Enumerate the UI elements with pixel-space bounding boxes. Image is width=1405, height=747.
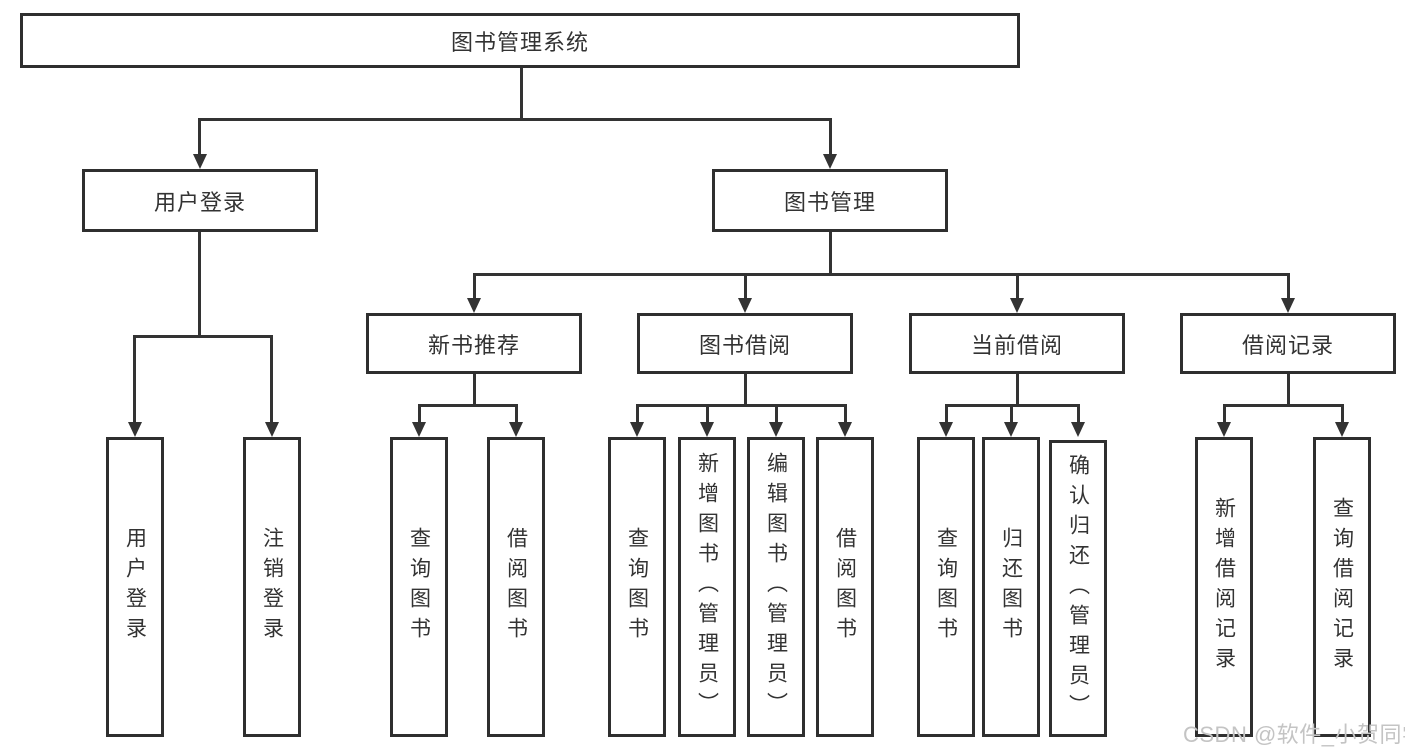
leaf-g0-query-book: 查询图书 [390, 437, 448, 737]
node-book-borrow: 图书借阅 [637, 313, 853, 374]
connector-group1-stem [744, 374, 747, 407]
connector-drop-g2-query [945, 406, 948, 422]
arrow-book-borrow-icon [738, 298, 752, 313]
connector-group0-bus [418, 404, 518, 407]
connector-drop-g3-query [1341, 406, 1344, 422]
connector-drop-g1-edit [775, 406, 778, 422]
connector-drop-g2-confirm [1077, 406, 1080, 422]
connector-group2-bus [945, 404, 1080, 407]
node-new-book-recommend: 新书推荐 [366, 313, 582, 374]
node-current-borrow: 当前借阅 [909, 313, 1125, 374]
connector-user-stem [198, 232, 201, 338]
leaf-g1-add-book-admin: 新增图书（管理员） [678, 437, 736, 737]
connector-root-bus [198, 118, 832, 121]
arrow-g1-add-icon [700, 422, 714, 437]
connector-drop-g1-borrow [844, 406, 847, 422]
connector-drop-g0-query [418, 406, 421, 422]
connector-drop-new-book [473, 275, 476, 299]
arrow-g0-borrow-icon [509, 422, 523, 437]
arrow-g3-query-icon [1335, 422, 1349, 437]
connector-drop-g3-add [1223, 406, 1226, 422]
connector-group0-stem [473, 374, 476, 407]
connector-drop-leaf-logout [270, 337, 273, 423]
connector-book-bus [473, 273, 1290, 276]
arrow-g2-return-icon [1004, 422, 1018, 437]
arrow-borrow-records-icon [1281, 298, 1295, 313]
arrow-g2-query-icon [939, 422, 953, 437]
arrow-g2-confirm-icon [1071, 422, 1085, 437]
connector-drop-borrow-records [1287, 275, 1290, 299]
connector-group2-stem [1016, 374, 1019, 407]
leaf-g1-edit-book-admin: 编辑图书（管理员） [747, 437, 805, 737]
connector-drop-leaf-user-login [133, 337, 136, 423]
connector-book-stem [829, 232, 832, 275]
leaf-logout: 注销登录 [243, 437, 301, 737]
connector-group3-bus [1223, 404, 1344, 407]
arrow-g3-add-icon [1217, 422, 1231, 437]
leaf-g3-query-borrow-record: 查询借阅记录 [1313, 437, 1371, 737]
connector-drop-user-branch [198, 120, 201, 155]
arrow-g1-borrow-icon [838, 422, 852, 437]
arrow-leaf-logout-icon [265, 422, 279, 437]
connector-drop-book-branch [829, 120, 832, 155]
connector-user-bus [133, 335, 273, 338]
connector-drop-g1-add [706, 406, 709, 422]
arrow-leaf-user-login-icon [128, 422, 142, 437]
leaf-g2-confirm-return-admin: 确认归还（管理员） [1049, 440, 1107, 737]
connector-root-stem [520, 64, 523, 121]
connector-drop-g1-query [636, 406, 639, 422]
node-user-login-branch: 用户登录 [82, 169, 318, 232]
arrow-user-branch-icon [193, 154, 207, 169]
leaf-g0-borrow-book: 借阅图书 [487, 437, 545, 737]
connector-group3-stem [1287, 374, 1290, 407]
arrow-g0-query-icon [412, 422, 426, 437]
arrow-current-borrow-icon [1010, 298, 1024, 313]
node-root: 图书管理系统 [20, 13, 1020, 68]
watermark: CSDN @软件_小贺同学 [1183, 722, 1405, 747]
connector-drop-g2-return [1010, 406, 1013, 422]
node-borrow-records: 借阅记录 [1180, 313, 1396, 374]
connector-group1-bus [636, 404, 847, 407]
leaf-g1-query-book: 查询图书 [608, 437, 666, 737]
leaf-g3-add-borrow-record: 新增借阅记录 [1195, 437, 1253, 737]
leaf-user-login: 用户登录 [106, 437, 164, 737]
arrow-g1-query-icon [630, 422, 644, 437]
connector-drop-g0-borrow [515, 406, 518, 422]
arrow-new-book-icon [467, 298, 481, 313]
connector-drop-book-borrow [744, 275, 747, 299]
arrow-g1-edit-icon [769, 422, 783, 437]
leaf-g2-query-book: 查询图书 [917, 437, 975, 737]
connector-drop-current-borrow [1016, 275, 1019, 299]
leaf-g1-borrow-book: 借阅图书 [816, 437, 874, 737]
leaf-g2-return-book: 归还图书 [982, 437, 1040, 737]
node-book-management: 图书管理 [712, 169, 948, 232]
arrow-book-branch-icon [823, 154, 837, 169]
